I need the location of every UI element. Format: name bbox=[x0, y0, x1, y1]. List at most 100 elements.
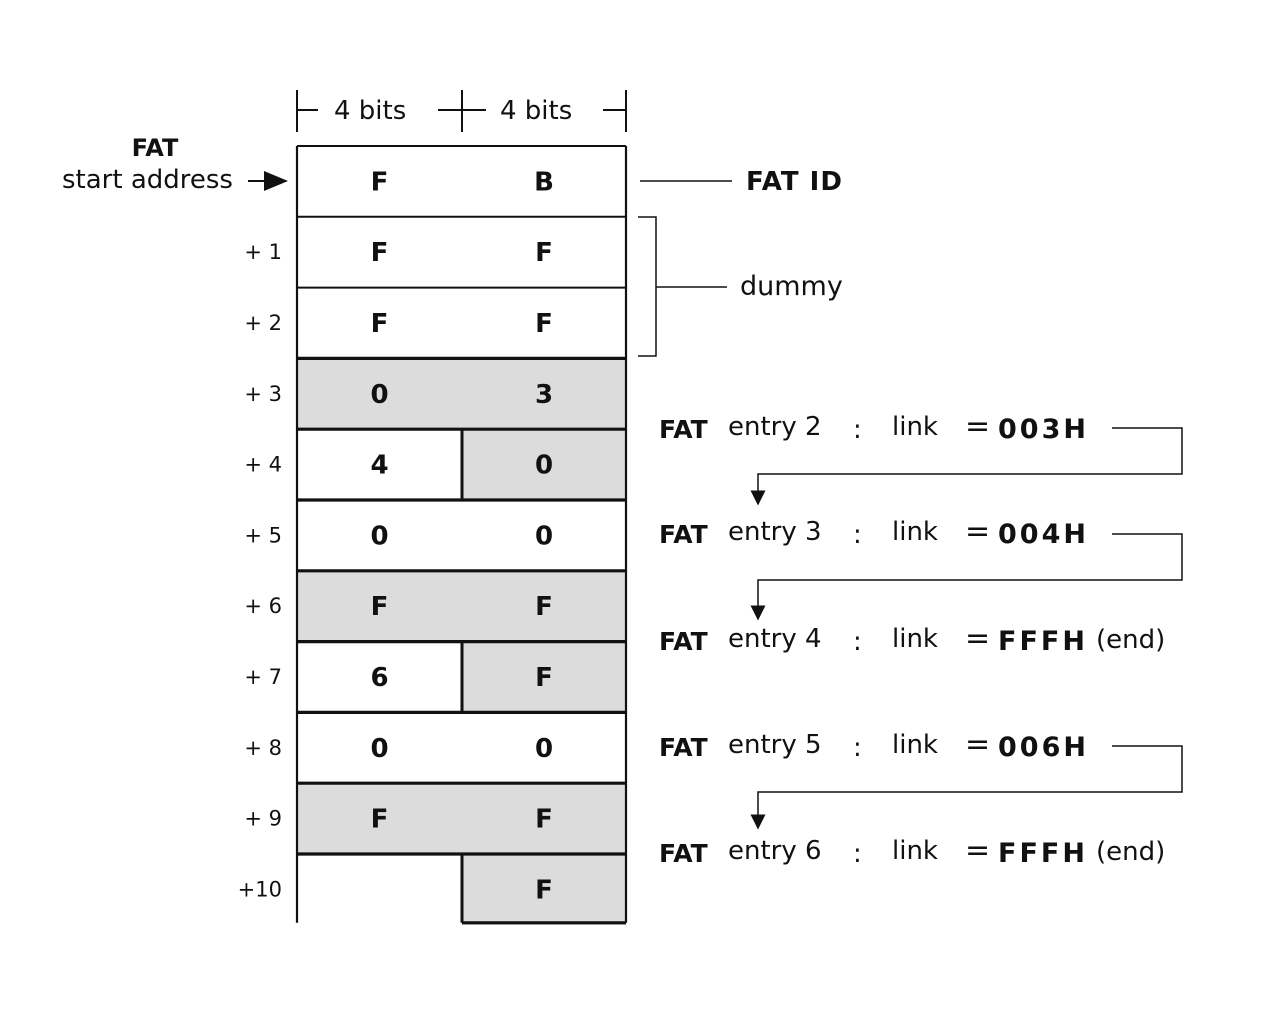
entry-number: entry 4 bbox=[728, 624, 822, 654]
equals-sign: = bbox=[965, 727, 990, 762]
fat-word: FAT bbox=[659, 520, 708, 549]
right-nibble: F bbox=[535, 309, 553, 339]
bit-width-header: 4 bits 4 bits bbox=[296, 90, 627, 132]
row-offset-label: + 2 bbox=[244, 311, 282, 335]
table-row: + 7 6 F bbox=[244, 641, 626, 713]
row-offset-label: + 8 bbox=[244, 736, 282, 760]
shaded-cell bbox=[297, 783, 626, 854]
right-nibble: B bbox=[534, 167, 554, 197]
right-nibble: F bbox=[535, 592, 553, 622]
left-nibble: 0 bbox=[370, 521, 388, 551]
table-row: + 6 F F bbox=[244, 570, 626, 642]
shaded-cell bbox=[462, 641, 626, 713]
left-nibble: 6 bbox=[370, 663, 388, 693]
link-arrow-5-to-6 bbox=[750, 745, 1183, 830]
link-word: link bbox=[892, 836, 938, 866]
right-nibble: F bbox=[535, 805, 553, 835]
left-nibble: F bbox=[371, 309, 389, 339]
entry-number: entry 3 bbox=[728, 517, 822, 547]
left-nibble: 0 bbox=[370, 380, 388, 410]
right-nibble: 0 bbox=[535, 521, 553, 551]
fat-word: FAT bbox=[659, 733, 708, 762]
link-value: FFFH bbox=[998, 838, 1088, 869]
entry-number: entry 6 bbox=[728, 836, 822, 866]
fat-entry: FAT entry 5: link = 006H bbox=[659, 727, 1089, 763]
right-nibble: F bbox=[535, 875, 553, 905]
table-row: + 1 F F bbox=[244, 238, 553, 268]
row-offset-label: + 5 bbox=[244, 523, 282, 547]
entry-number: entry 2 bbox=[728, 412, 822, 442]
fat-id-label: FAT ID bbox=[746, 167, 843, 197]
link-arrow-2-to-3 bbox=[750, 427, 1183, 506]
link-arrow-3-to-4 bbox=[750, 533, 1183, 621]
link-word: link bbox=[892, 412, 938, 442]
table-row: +10 F bbox=[238, 854, 626, 925]
equals-sign: = bbox=[965, 833, 990, 868]
left-nibble: 4 bbox=[370, 451, 388, 481]
equals-sign: = bbox=[965, 409, 990, 444]
entry-colon: : bbox=[853, 415, 862, 445]
row-offset-label: + 7 bbox=[244, 665, 282, 689]
fat-entry: FAT entry 6: link = FFFH (end) bbox=[659, 833, 1165, 869]
dummy-label: dummy bbox=[740, 271, 843, 302]
fat-entry: FAT entry 4: link = FFFH (end) bbox=[659, 621, 1165, 657]
entry-colon: : bbox=[853, 733, 862, 763]
row-offset-label: + 1 bbox=[244, 240, 282, 264]
link-word: link bbox=[892, 730, 938, 760]
right-nibble: F bbox=[535, 238, 553, 268]
start-address-text: start address bbox=[62, 165, 233, 195]
entry-colon: : bbox=[853, 839, 862, 869]
table-row: + 8 0 0 bbox=[244, 734, 553, 764]
left-nibble: F bbox=[371, 592, 389, 622]
shaded-cell bbox=[462, 429, 626, 500]
end-marker: (end) bbox=[1096, 625, 1165, 655]
right-nibble: 3 bbox=[535, 380, 553, 410]
link-word: link bbox=[892, 517, 938, 547]
table-row: + 4 4 0 bbox=[244, 429, 626, 500]
entry-colon: : bbox=[853, 627, 862, 657]
fat-id-annotation: FAT ID bbox=[640, 167, 843, 197]
equals-sign: = bbox=[965, 621, 990, 656]
left-nibble: 0 bbox=[370, 734, 388, 764]
left-nibble: F bbox=[371, 238, 389, 268]
table-row: + 5 0 0 bbox=[244, 521, 553, 551]
row-offset-label: + 6 bbox=[244, 594, 282, 618]
row-offset-label: + 4 bbox=[244, 453, 282, 477]
start-address-label: FAT start address bbox=[62, 134, 288, 195]
dummy-bracket: dummy bbox=[638, 216, 843, 357]
fat-word: FAT bbox=[659, 627, 708, 656]
right-nibble: 0 bbox=[535, 451, 553, 481]
right-nibble: F bbox=[535, 663, 553, 693]
row-offset-label: + 3 bbox=[244, 382, 282, 406]
right-nibble: 0 bbox=[535, 734, 553, 764]
entry-colon: : bbox=[853, 520, 862, 550]
link-word: link bbox=[892, 624, 938, 654]
end-marker: (end) bbox=[1096, 837, 1165, 867]
row-offset-label: +10 bbox=[238, 877, 282, 901]
equals-sign: = bbox=[965, 514, 990, 549]
link-connectors bbox=[750, 427, 1183, 830]
link-value: 003H bbox=[998, 414, 1089, 445]
link-value: FFFH bbox=[998, 626, 1088, 657]
bits-left-label: 4 bits bbox=[334, 96, 406, 126]
table-row: + 9 F F bbox=[244, 783, 626, 854]
fat-entry: FAT entry 3: link = 004H bbox=[659, 514, 1089, 550]
bits-right-label: 4 bits bbox=[500, 96, 572, 126]
fat-entries: FAT entry 2: link = 003H FAT entry 3: link = 004H… bbox=[659, 409, 1165, 869]
fat-word: FAT bbox=[659, 839, 708, 868]
shaded-cell bbox=[297, 358, 626, 430]
link-value: 004H bbox=[998, 519, 1089, 550]
left-nibble: F bbox=[371, 167, 389, 197]
shaded-cell bbox=[462, 854, 626, 925]
link-value: 006H bbox=[998, 732, 1089, 763]
table-row: + 3 0 3 bbox=[244, 358, 626, 430]
shaded-cell bbox=[297, 570, 626, 642]
table-row: + 2 F F bbox=[244, 309, 553, 339]
row-offset-label: + 9 bbox=[244, 807, 282, 831]
entry-number: entry 5 bbox=[728, 730, 822, 760]
left-nibble: F bbox=[371, 805, 389, 835]
